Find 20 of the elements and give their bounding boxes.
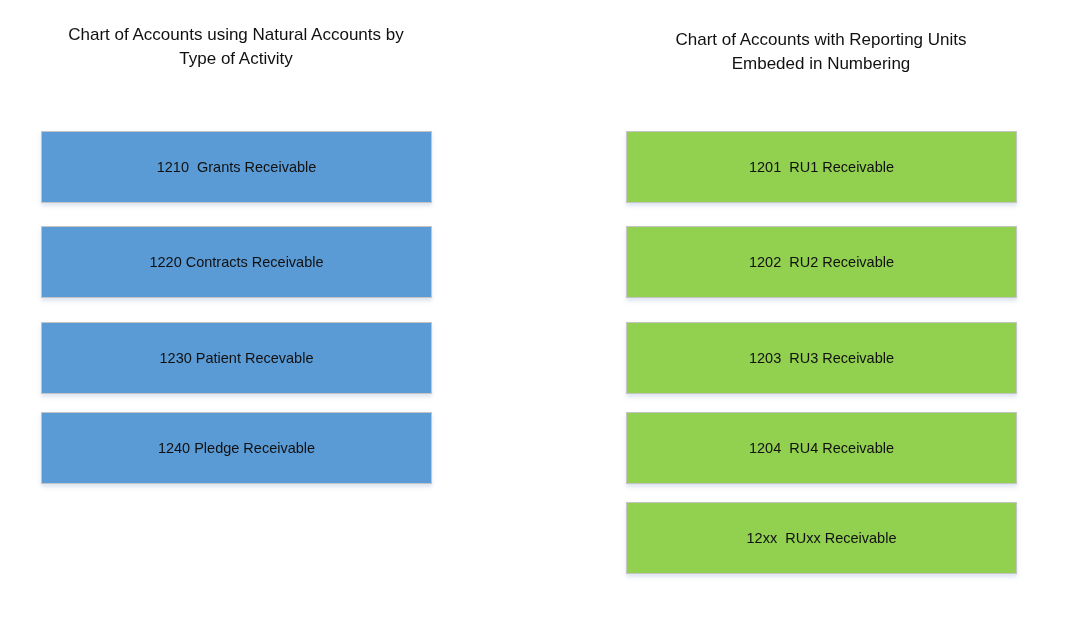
account-label: 1220 Contracts Receivable — [149, 254, 324, 270]
account-box — [626, 226, 1017, 298]
account-box — [41, 226, 432, 298]
account-label: 1230 Patient Recevable — [159, 350, 314, 366]
account-box — [41, 322, 432, 394]
account-label: 1202 RU2 Receivable — [748, 254, 895, 270]
account-label: 1210 Grants Receivable — [156, 159, 317, 175]
account-label: 12xx RUxx Receivable — [746, 530, 897, 546]
account-label: 1201 RU1 Receivable — [748, 159, 895, 175]
account-box — [41, 412, 432, 484]
account-box — [626, 502, 1017, 574]
account-label: 1240 Pledge Receivable — [157, 440, 316, 456]
column-heading: Chart of Accounts with Reporting Units Embeded in Numbering — [674, 29, 968, 75]
account-label: 1203 RU3 Receivable — [748, 350, 895, 366]
account-box — [41, 131, 432, 203]
account-box — [626, 412, 1017, 484]
column-heading: Chart of Accounts using Natural Accounts by Type of Activity — [67, 24, 405, 70]
account-box — [626, 322, 1017, 394]
account-label: 1204 RU4 Receivable — [748, 440, 895, 456]
account-box — [626, 131, 1017, 203]
